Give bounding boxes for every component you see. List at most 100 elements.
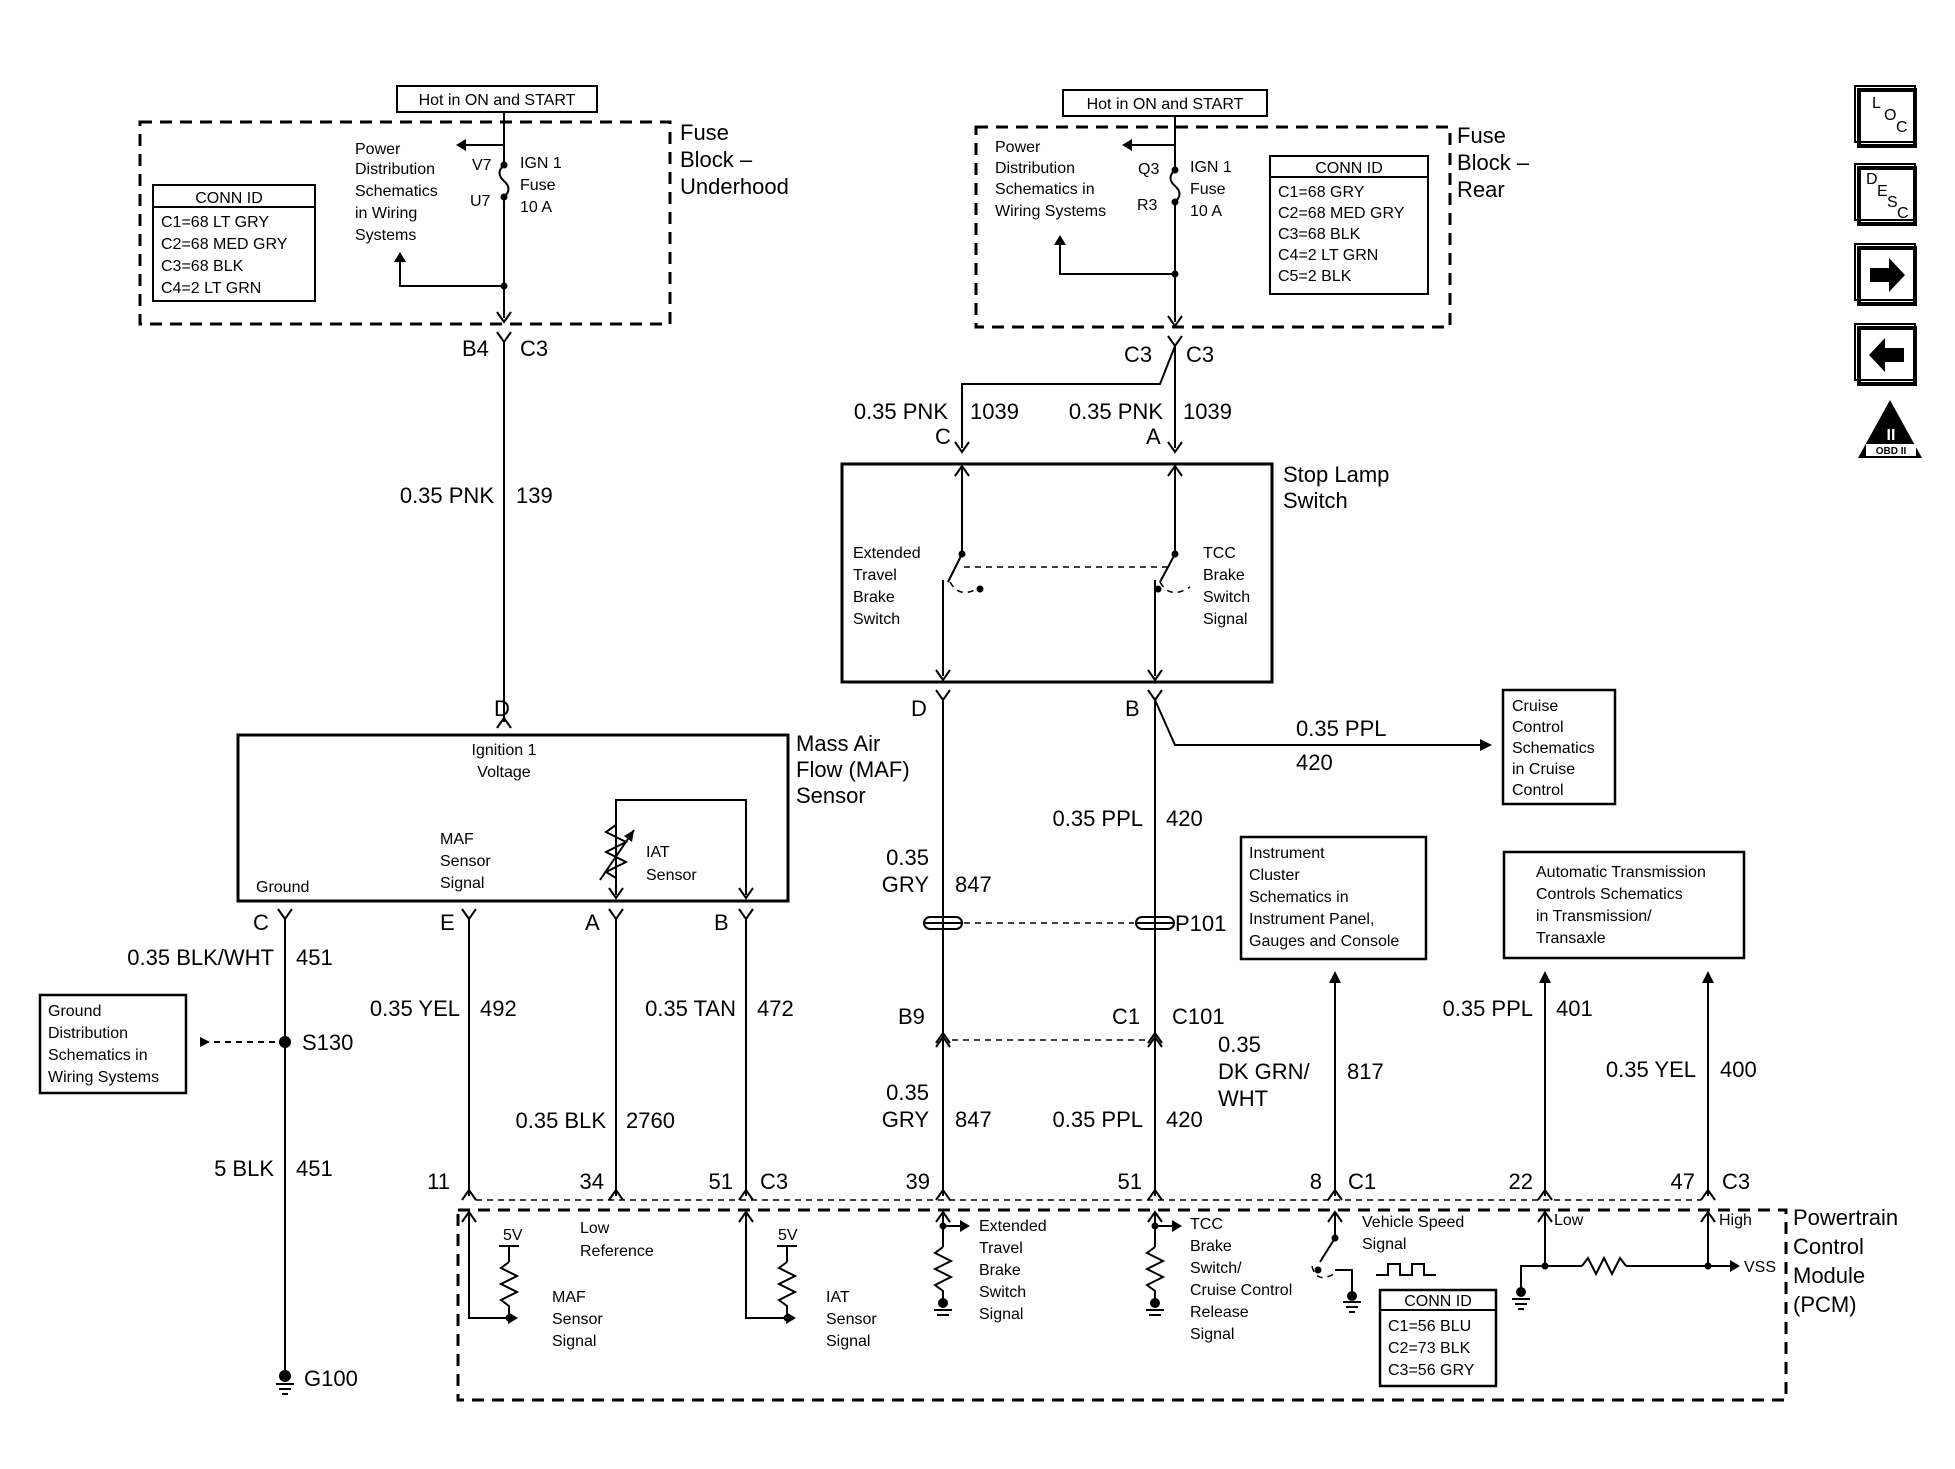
fuse-label: IGN 1 [520,155,562,172]
svg-text:0.35 YEL: 0.35 YEL [1606,1057,1696,1082]
obd-ii-button[interactable]: OBD II II [1858,400,1922,458]
svg-text:C2=68 MED GRY: C2=68 MED GRY [161,236,288,253]
fuse-block-rear-title: Fuse [1457,123,1506,148]
svg-text:A: A [585,910,600,935]
fuse-block-rear: Hot in ON and START Fuse Block – Rear CO… [974,89,1530,367]
svg-text:Flow (MAF): Flow (MAF) [796,757,910,782]
svg-text:Signal: Signal [440,875,484,892]
svg-text:Sensor: Sensor [796,783,866,808]
stop-lamp-title: Stop Lamp [1283,462,1389,487]
svg-text:0.35: 0.35 [1218,1032,1261,1057]
svg-text:C5=2 BLK: C5=2 BLK [1278,268,1352,285]
svg-text:C3=68 BLK: C3=68 BLK [161,258,244,275]
svg-text:Switch: Switch [1203,589,1250,606]
conn-id-title: CONN ID [195,190,263,207]
svg-text:CONN ID: CONN ID [1315,160,1383,177]
previous-button[interactable] [1854,323,1917,386]
svg-text:Block –: Block – [1457,150,1530,175]
loc-button[interactable]: L O C [1854,85,1917,148]
svg-text:Control: Control [1793,1234,1864,1259]
svg-text:Distribution: Distribution [48,1025,128,1042]
svg-text:420: 420 [1296,750,1333,775]
svg-text:B4: B4 [462,336,489,361]
svg-text:Schematics: Schematics [1512,740,1595,757]
svg-text:High: High [1719,1212,1752,1229]
svg-text:Switch: Switch [1283,488,1348,513]
svg-text:Signal: Signal [1190,1326,1234,1343]
svg-text:47: 47 [1671,1169,1695,1194]
fuse-pin-u7: U7 [470,193,491,210]
svg-text:B9: B9 [898,1004,925,1029]
svg-text:34: 34 [580,1169,604,1194]
wire-420-cruise: 0.35 PPL 420 [1154,699,1492,775]
svg-text:C1=56 BLU: C1=56 BLU [1388,1318,1471,1335]
svg-text:451: 451 [296,1156,333,1181]
svg-text:Sensor: Sensor [646,867,697,884]
svg-text:D: D [1866,171,1878,188]
fuse-block-underhood: Hot in ON and START Fuse Block – Underho… [138,85,789,361]
svg-text:1039: 1039 [970,399,1019,424]
svg-text:Transaxle: Transaxle [1536,930,1606,947]
svg-text:Instrument: Instrument [1249,845,1325,862]
svg-text:51: 51 [709,1169,733,1194]
svg-text:C: C [253,910,269,935]
svg-text:D: D [494,696,510,721]
svg-text:IAT: IAT [646,844,670,861]
svg-text:C4=2 LT GRN: C4=2 LT GRN [1278,247,1378,264]
svg-text:472: 472 [757,996,794,1021]
wire-139: 0.35 PNK 139 [400,342,553,729]
pcm-title: Powertrain [1793,1205,1898,1230]
svg-text:10 A: 10 A [520,199,552,216]
svg-text:D: D [911,696,927,721]
svg-text:10 A: 10 A [1190,203,1222,220]
svg-text:451: 451 [296,945,333,970]
svg-text:TCC: TCC [1190,1216,1223,1233]
svg-text:C2=68 MED GRY: C2=68 MED GRY [1278,205,1405,222]
svg-text:Brake: Brake [853,589,895,606]
svg-text:in Transmission/: in Transmission/ [1536,908,1652,925]
svg-text:L: L [1872,95,1881,112]
svg-text:Signal: Signal [1203,611,1247,628]
svg-text:E: E [1877,183,1888,200]
svg-text:C2=73 BLK: C2=73 BLK [1388,1340,1471,1357]
svg-text:Ground: Ground [256,879,309,896]
svg-text:51: 51 [1118,1169,1142,1194]
svg-text:C1=68 GRY: C1=68 GRY [1278,184,1365,201]
svg-text:Schematics in: Schematics in [995,181,1095,198]
svg-text:Controls Schematics: Controls Schematics [1536,886,1683,903]
maf-output-wires: 0.35 YEL 492 0.35 TAN 472 0.35 BLK 2760 [370,919,794,1196]
splice-s130: S130 [302,1030,353,1055]
stop-lamp-switch: Stop Lamp Switch Extended Travel Brake S… [840,462,1389,721]
svg-text:Low: Low [580,1220,610,1237]
svg-text:5V: 5V [503,1227,523,1244]
instrument-cluster-box: Instrument Cluster Schematics in Instrum… [1218,835,1428,1196]
svg-text:Gauges and Console: Gauges and Console [1249,933,1399,950]
svg-text:Switch: Switch [979,1284,1026,1301]
desc-button[interactable]: D E S C [1854,163,1917,226]
svg-text:C: C [1896,119,1908,136]
hot-label: Hot in ON and START [419,92,576,109]
cruise-control-box: Cruise Control Schematics in Cruise Cont… [1501,688,1617,806]
svg-text:0.35 TAN: 0.35 TAN [645,996,736,1021]
svg-text:Instrument Panel,: Instrument Panel, [1249,911,1374,928]
svg-text:Power: Power [355,141,401,158]
svg-text:C3: C3 [760,1169,788,1194]
svg-text:847: 847 [955,1107,992,1132]
svg-text:B: B [714,910,729,935]
svg-text:11: 11 [427,1169,450,1194]
svg-text:IAT: IAT [826,1289,850,1306]
svg-text:C4=2 LT GRN: C4=2 LT GRN [161,280,261,297]
svg-text:Signal: Signal [826,1333,870,1350]
svg-text:Sensor: Sensor [440,853,491,870]
svg-text:C101: C101 [1172,1004,1225,1029]
svg-text:847: 847 [955,872,992,897]
svg-text:OBD II: OBD II [1876,446,1907,457]
svg-text:22: 22 [1509,1169,1533,1194]
svg-text:(PCM): (PCM) [1793,1292,1857,1317]
svg-text:Rear: Rear [1457,177,1505,202]
wires-847-420: 0.35 PPL 420 0.35 GRY 847 P101 B9 C1 C10… [882,700,1226,1196]
next-button[interactable] [1854,243,1917,306]
svg-text:0.35 PPL: 0.35 PPL [1052,1107,1143,1132]
svg-text:Signal: Signal [552,1333,596,1350]
svg-text:VSS: VSS [1744,1259,1776,1276]
